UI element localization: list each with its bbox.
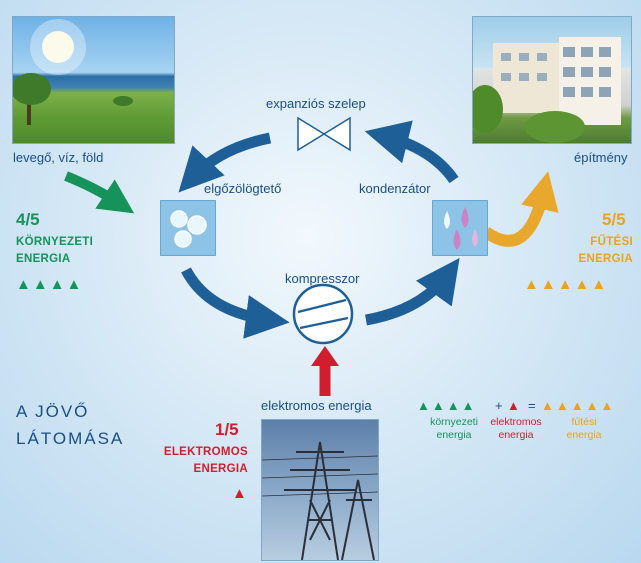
heat-label: FŰTÉSI ENERGIA (560, 234, 633, 268)
heat-line2: ENERGIA (578, 253, 633, 265)
condenser-label: kondenzátor (359, 181, 431, 196)
electric-line1: ELEKTROMOS (163, 446, 248, 458)
building-label: építmény (574, 150, 628, 165)
equation-green-label-2: energia (436, 429, 472, 441)
building-photo (467, 16, 632, 144)
landscape-illustration (11, 19, 133, 125)
equation-green-label-1: környezeti (430, 416, 478, 428)
source-label: levegő, víz, föld (13, 150, 104, 165)
electric-fraction: 1/5 (215, 420, 239, 439)
equation-orange-triangles: ▲▲▲▲▲ (541, 398, 616, 413)
heat-fraction: 5/5 (602, 210, 626, 229)
environment-triangles: ▲▲▲▲ (16, 276, 84, 293)
evaporator-icon (160, 200, 216, 256)
equation-red-triangle: ▲ (507, 398, 522, 413)
power-pylons-photo (261, 419, 379, 561)
equation-red-label-2: energia (498, 429, 534, 441)
electric-energy-label: elektromos energia (261, 398, 372, 413)
orange-output-arrow (482, 171, 559, 247)
environment-label: KÖRNYEZETI ENERGIA (16, 234, 93, 268)
electric-line2: ENERGIA (193, 463, 248, 475)
expansion-valve-symbol (297, 116, 351, 152)
red-input-arrowhead (311, 346, 339, 366)
green-input-arrow (64, 171, 135, 214)
arrow-compressor-to-condenser (364, 257, 460, 326)
environment-line2: ENERGIA (16, 253, 71, 265)
compressor-label: kompresszor (285, 271, 360, 286)
heat-triangles: ▲▲▲▲▲ (524, 276, 609, 293)
environment-line1: KÖRNYEZETI (16, 236, 94, 248)
equation-orange-label-2: energia (566, 429, 602, 441)
vision-title: A JÖVŐ LÁTOMÁSA (16, 398, 124, 452)
equation-equals: = (528, 398, 538, 413)
equation-orange-label-1: fűtési (571, 416, 597, 428)
landscape-photo (11, 16, 175, 144)
electric-triangle: ▲ (232, 485, 249, 502)
arrow-condenser-to-valve (364, 120, 459, 184)
arrow-valve-to-evaporator (178, 132, 272, 193)
electric-block-label: ELEKTROMOS ENERGIA (158, 444, 248, 478)
condenser-icon (432, 200, 488, 256)
expansion-valve-label: expanziós szelep (266, 96, 366, 111)
equation-red-label: elektromos energia (487, 416, 545, 442)
equation-green-triangles: ▲▲▲▲ (417, 398, 477, 413)
pylons-illustration (261, 441, 379, 561)
equation-plus: + (495, 398, 505, 413)
equation-red-label-1: elektromos (490, 416, 542, 428)
vision-line1: A JÖVŐ (16, 402, 90, 421)
environment-fraction: 4/5 (16, 210, 40, 229)
vision-line2: LÁTOMÁSA (16, 429, 125, 448)
compressor-symbol (292, 283, 354, 345)
evaporator-label: elgőzölögtető (204, 181, 282, 196)
heat-line1: FŰTÉSI (590, 236, 633, 248)
arrow-evaporator-to-compressor (181, 267, 290, 339)
building-illustration (467, 37, 621, 143)
equation-orange-label: fűtési energia (556, 416, 612, 442)
equation-green-label: környezeti energia (424, 416, 484, 442)
